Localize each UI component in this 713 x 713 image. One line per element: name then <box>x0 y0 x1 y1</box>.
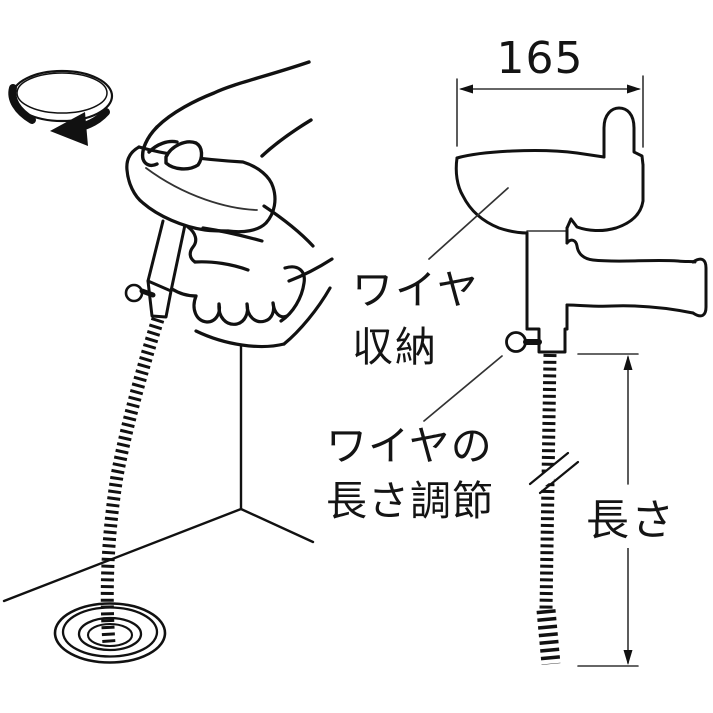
wire-left-coil <box>100 317 165 645</box>
label-wire-length-adjustment: ワイヤの 長さ調節 <box>326 422 494 526</box>
thumbscrew-left <box>124 283 144 303</box>
crank-knob <box>602 106 645 167</box>
break-gap <box>528 450 580 493</box>
knuckle <box>164 140 204 171</box>
width-dimension <box>456 75 644 148</box>
arm-bottom-edge <box>260 118 313 158</box>
thumbscrew-right <box>505 331 527 353</box>
device-right <box>454 106 708 354</box>
drum-highlight <box>145 167 258 211</box>
label-wire-storage: ワイヤ 収納 <box>352 266 480 372</box>
wire-right <box>528 353 580 665</box>
drum-top <box>455 149 606 160</box>
arm-top-edge <box>155 60 311 129</box>
floor-drain <box>53 602 167 664</box>
upper-hand <box>140 60 313 171</box>
label-length: 長さ <box>584 486 678 548</box>
nozzle-right <box>525 327 569 354</box>
wire-spring-tip <box>536 609 561 665</box>
floor-corner-lines <box>2 343 315 603</box>
leader-lines <box>423 187 509 422</box>
handle-end-cap <box>691 257 708 318</box>
rotation-arrowhead <box>50 112 88 146</box>
lower-hand <box>170 204 334 349</box>
leader-length-adjust <box>423 355 503 422</box>
dimension-width-value: 165 <box>496 33 584 84</box>
handle-bottom <box>565 303 695 315</box>
device-neck-left <box>124 218 188 319</box>
rotation-arrow-icon <box>8 69 114 146</box>
handle-top <box>565 238 697 264</box>
length-dimension <box>577 353 639 667</box>
handle-hint-left <box>201 226 264 243</box>
leader-wire-storage <box>428 187 509 260</box>
break-symbol <box>528 451 570 486</box>
thumb <box>279 265 306 323</box>
